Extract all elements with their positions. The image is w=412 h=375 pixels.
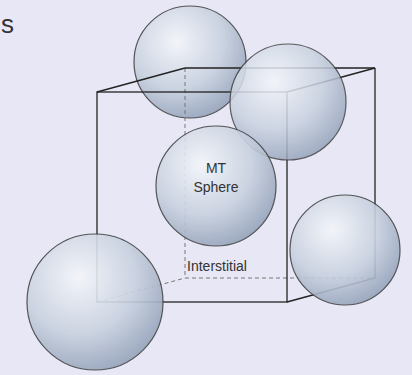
region-label: Interstitial (187, 258, 247, 274)
corner-sphere (134, 6, 246, 118)
sphere-label: MT Sphere (186, 159, 246, 197)
mt-sphere: MT Sphere (156, 126, 276, 246)
corner-sphere (290, 195, 400, 305)
cut-text: s (1, 10, 14, 40)
corner-sphere (27, 234, 163, 370)
sphere-circle (156, 126, 276, 246)
